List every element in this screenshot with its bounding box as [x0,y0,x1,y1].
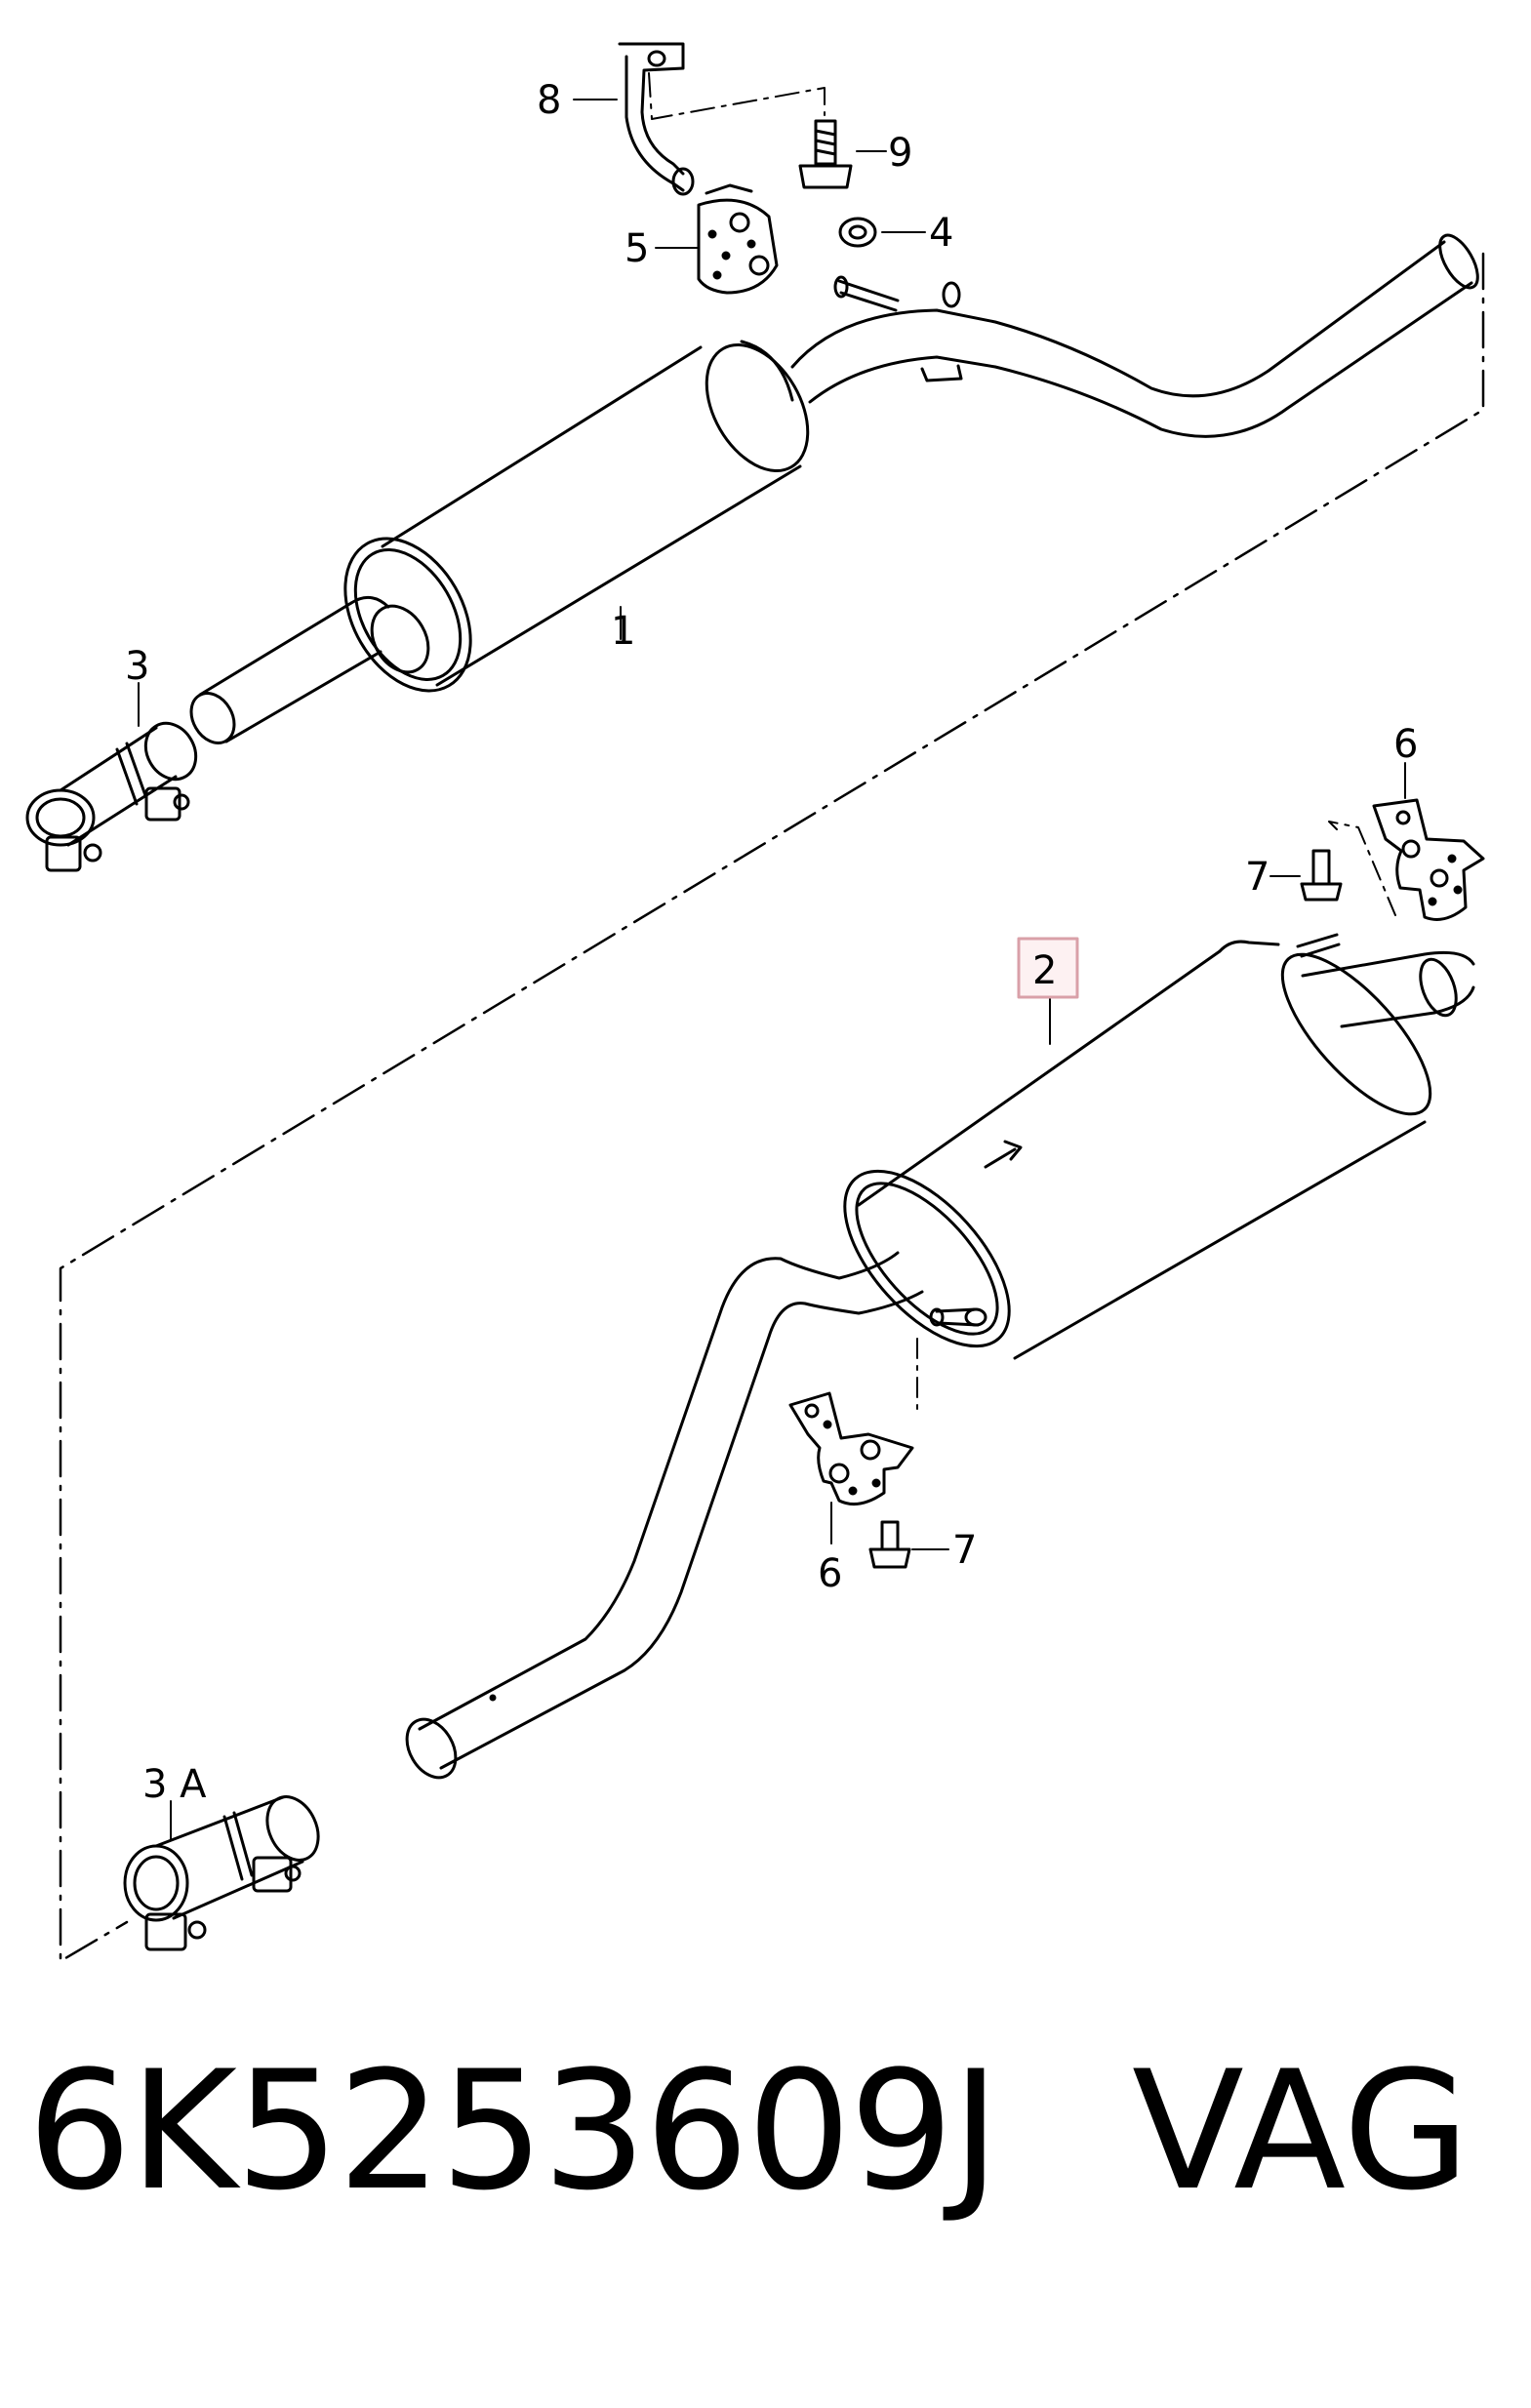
rubber-hanger-part-6-top [1372,762,1485,921]
bolt-part-9 [798,119,887,189]
callout-7-top: 7 [1245,855,1269,900]
part-number: 6K5253609J [27,2035,1000,2227]
highlight-box-part-2 [1017,937,1079,999]
callout-7-bottom: 7 [952,1528,977,1573]
brand-name: VAG [1132,2035,1471,2227]
callout-3a: 3 A [142,1762,207,1807]
callout-5: 5 [624,226,649,271]
assembly-line-8-9 [648,72,826,120]
bolt-part-7-bottom [868,1520,949,1569]
hanger-bracket-part-8 [573,42,695,196]
pipe-clamp-part-3a [123,1795,320,1951]
callout-6-top: 6 [1393,722,1418,767]
callout-1: 1 [611,609,635,654]
callout-2: 2 [1032,948,1057,993]
rubber-mount-part-5 [655,183,779,295]
assembly-boundary-line [59,252,1485,1963]
callout-6-bottom: 6 [818,1551,842,1596]
callout-3: 3 [125,644,149,689]
assembly-line-7-top [1328,821,1396,916]
pipe-clamp-part-3 [25,682,198,872]
rubber-hanger-part-6-bottom [788,1391,914,1545]
rear-silencer-part-2 [405,933,1475,1780]
callout-8: 8 [537,78,561,123]
callout-4: 4 [929,211,953,256]
bolt-part-7-top [1269,849,1343,902]
callout-9: 9 [888,131,912,176]
center-silencer-part-1 [189,233,1479,744]
washer-part-4 [838,217,926,248]
